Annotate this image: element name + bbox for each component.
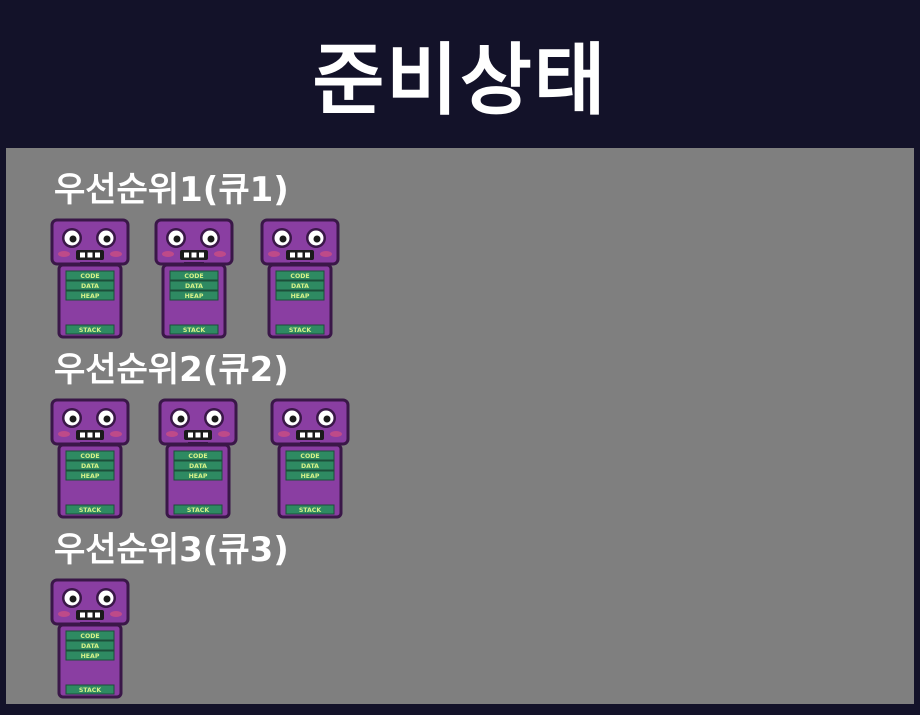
process-icon: CODE DATA HEAP STACK (270, 398, 350, 519)
process-robot-icon: CODE DATA HEAP STACK (158, 398, 238, 519)
segment-label-stack: STACK (79, 507, 102, 514)
right-eye-icon (200, 228, 220, 248)
segment-label-heap: HEAP (185, 293, 204, 300)
left-eye-icon (166, 228, 186, 248)
segment-label-data: DATA (81, 283, 99, 290)
segment-label-heap: HEAP (81, 473, 100, 480)
segment-label-heap: HEAP (81, 293, 100, 300)
process-robot-icon: CODE DATA HEAP STACK (260, 218, 340, 339)
segment-label-heap: HEAP (189, 473, 208, 480)
process-robot-icon: CODE DATA HEAP STACK (154, 218, 234, 339)
process-icon: CODE DATA HEAP STACK (50, 398, 130, 519)
left-eye-icon (272, 228, 292, 248)
right-eye-icon (96, 588, 116, 608)
segment-label-stack: STACK (289, 327, 312, 334)
queue-3-label: 우선순위3(큐3) (54, 530, 289, 570)
process-icon: CODE DATA HEAP STACK (50, 218, 130, 339)
segment-label-data: DATA (81, 463, 99, 470)
segment-label-stack: STACK (187, 507, 210, 514)
process-robot-icon: CODE DATA HEAP STACK (50, 578, 130, 699)
segment-label-code: CODE (80, 273, 99, 280)
segment-label-code: CODE (300, 453, 319, 460)
segment-label-heap: HEAP (301, 473, 320, 480)
segment-label-data: DATA (81, 643, 99, 650)
segment-label-stack: STACK (183, 327, 206, 334)
process-robot-icon: CODE DATA HEAP STACK (50, 398, 130, 519)
segment-label-stack: STACK (299, 507, 322, 514)
segment-label-heap: HEAP (291, 293, 310, 300)
left-eye-icon (62, 408, 82, 428)
segment-label-stack: STACK (79, 687, 102, 694)
queue-1-label: 우선순위1(큐1) (54, 170, 289, 210)
process-icon: CODE DATA HEAP STACK (154, 218, 234, 339)
right-eye-icon (204, 408, 224, 428)
segment-label-heap: HEAP (81, 653, 100, 660)
process-icon: CODE DATA HEAP STACK (158, 398, 238, 519)
segment-label-code: CODE (80, 633, 99, 640)
segment-label-stack: STACK (79, 327, 102, 334)
segment-label-code: CODE (188, 453, 207, 460)
page-title: 준비상태 (312, 36, 608, 126)
left-eye-icon (62, 228, 82, 248)
right-eye-icon (306, 228, 326, 248)
left-eye-icon (62, 588, 82, 608)
right-eye-icon (96, 228, 116, 248)
process-robot-icon: CODE DATA HEAP STACK (50, 218, 130, 339)
segment-label-data: DATA (301, 463, 319, 470)
process-icon: CODE DATA HEAP STACK (260, 218, 340, 339)
segment-label-code: CODE (290, 273, 309, 280)
left-eye-icon (282, 408, 302, 428)
segment-label-data: DATA (189, 463, 207, 470)
right-eye-icon (316, 408, 336, 428)
segment-label-data: DATA (185, 283, 203, 290)
process-icon: CODE DATA HEAP STACK (50, 578, 130, 699)
segment-label-code: CODE (80, 453, 99, 460)
process-robot-icon: CODE DATA HEAP STACK (270, 398, 350, 519)
segment-label-code: CODE (184, 273, 203, 280)
right-eye-icon (96, 408, 116, 428)
segment-label-data: DATA (291, 283, 309, 290)
ready-state-panel: 우선순위1(큐1) CODE DATA HEAP STACK CODE DATA HEAP S… (6, 148, 914, 704)
left-eye-icon (170, 408, 190, 428)
queue-2-label: 우선순위2(큐2) (54, 350, 289, 390)
